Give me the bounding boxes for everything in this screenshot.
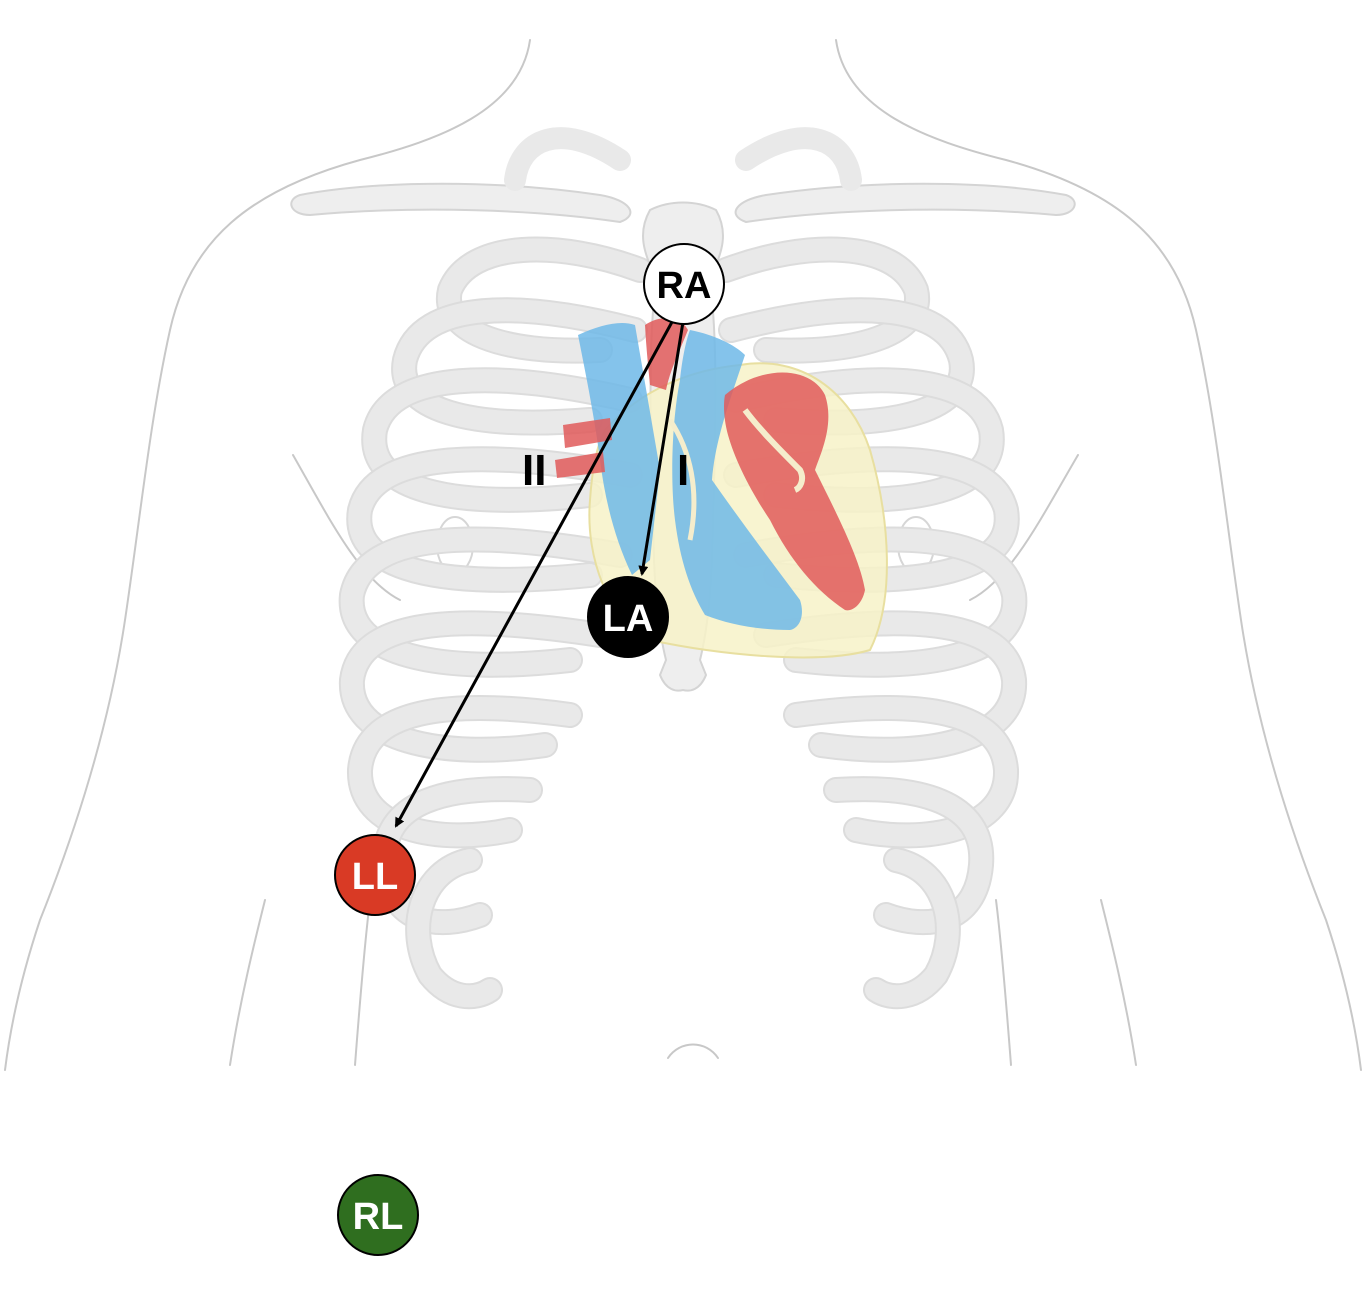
navel-outline — [668, 1045, 718, 1059]
right-first-rib — [515, 138, 620, 180]
electrode-ra-label: RA — [657, 265, 712, 307]
electrode-la-label: LA — [603, 598, 654, 640]
electrode-ll: LL — [335, 835, 415, 915]
electrode-rl: RL — [338, 1175, 418, 1255]
left-first-rib — [746, 138, 851, 180]
lead-i-label: I — [677, 446, 689, 495]
electrode-ll-label: LL — [352, 856, 398, 898]
electrode-la: LA — [588, 577, 668, 657]
electrode-ra: RA — [644, 244, 724, 324]
lead-ii-label: II — [522, 446, 546, 495]
left-clavicle — [736, 184, 1075, 222]
right-clavicle — [291, 184, 630, 222]
electrode-rl-label: RL — [353, 1196, 404, 1238]
